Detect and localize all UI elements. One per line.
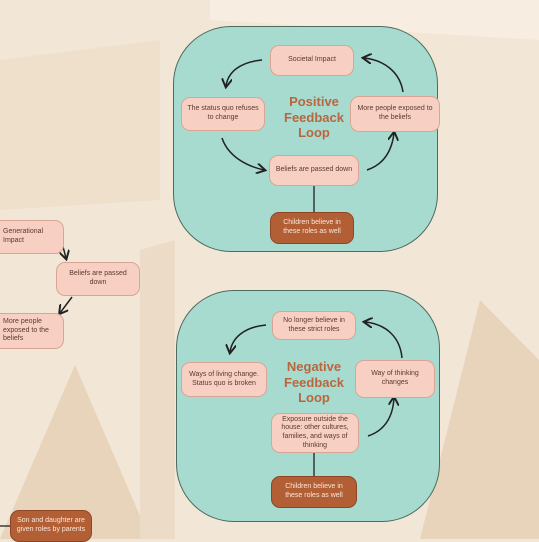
bg-light-band-left [0,40,160,210]
node-children-believe-pos: Children believe in these roles as well [270,212,354,244]
negative-title-line1: Negative [286,359,342,374]
node-way-of-thinking: Way of thinking changes [355,360,435,398]
node-children-believe-neg: Children believe in these roles as well [271,476,357,508]
arrow-exposure-to-thinking [367,398,394,437]
arrow-societal-to-statusquo [226,59,263,86]
node-societal-impact: Societal Impact [270,45,354,76]
arrow-thinking-to-nolonger [365,322,403,359]
bg-pyramid-left [0,365,150,539]
node-beliefs-passed-down: Beliefs are passed down [269,155,359,186]
positive-title-line3: Loop [298,125,330,141]
node-no-longer-believe: No longer believe in these strict roles [272,311,356,340]
node-status-quo: The status quo refuses to change [181,97,265,131]
bg-shade-mid [140,240,175,539]
node-ways-of-living: Ways of living change. Status quo is bro… [181,362,267,397]
node-beliefs-passed-down-left: Beliefs are passed down [56,262,140,296]
node-son-daughter-roles: Son and daughter are given roles by pare… [10,510,92,542]
negative-loop-title: Negative Feedback Loop [275,359,353,406]
node-generational-impact: Generational Impact [0,220,64,254]
negative-title-line2: Feedback [284,374,344,390]
arrow-morepeople-to-societal [364,58,404,93]
node-more-people-exposed-left: More people exposed to the beliefs [0,313,64,349]
positive-title-line2: Feedback [284,109,344,125]
node-more-people-exposed: More people exposed to the beliefs [350,96,440,132]
arrow-beliefs-to-morepeople [366,133,394,171]
positive-loop-title: Positive Feedback Loop [275,94,353,141]
arrow-statusquo-to-beliefs [221,137,264,170]
bg-light-band-top [210,0,539,40]
negative-title-line3: Loop [298,390,330,406]
arrow-beliefs-to-morepeople-left [60,296,73,313]
arrow-nolonger-to-waysofliving [230,324,267,352]
node-exposure-outside: Exposure outside the house: other cultur… [271,413,359,453]
positive-title-line1: Positive [289,94,339,109]
bg-pyramid-right [420,300,539,539]
